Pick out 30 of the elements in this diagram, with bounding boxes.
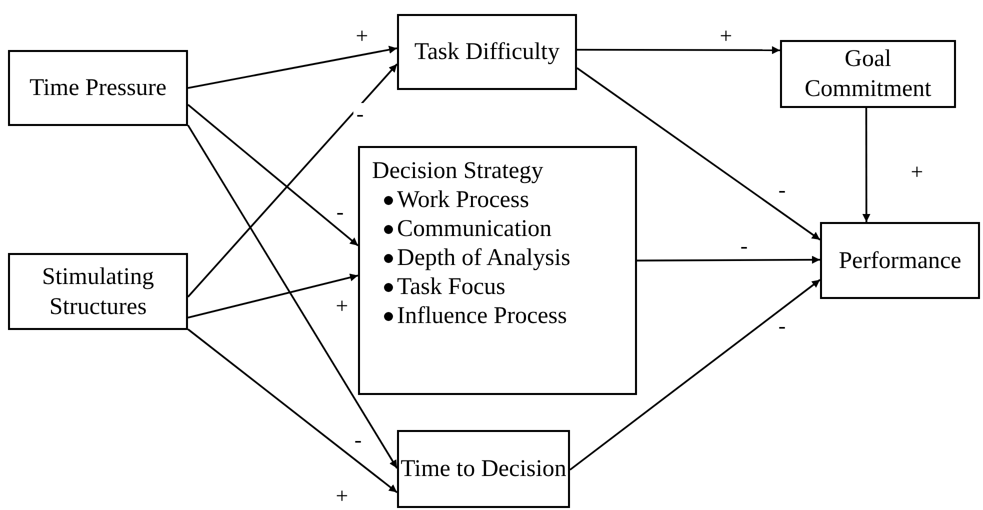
bullet-item: Work Process bbox=[397, 186, 530, 215]
bullet-item: Task Focus bbox=[397, 273, 506, 302]
construct-box bbox=[820, 222, 980, 299]
construct-box bbox=[397, 14, 577, 90]
arrow bbox=[577, 46, 780, 54]
box-label: Performance bbox=[838, 246, 962, 276]
arrow bbox=[862, 108, 870, 222]
construct-box bbox=[8, 50, 188, 126]
arrow bbox=[637, 256, 820, 264]
construct-box bbox=[358, 146, 637, 395]
construct-box bbox=[780, 40, 956, 108]
arrow bbox=[569, 279, 821, 470]
box-label: Time to Decision bbox=[400, 455, 566, 484]
box-label: Stimulating Structures bbox=[40, 262, 155, 322]
arrow bbox=[188, 274, 358, 319]
bullet-item: Influence Process bbox=[397, 302, 567, 331]
arrow bbox=[188, 46, 398, 89]
arrow bbox=[187, 124, 398, 469]
box-heading: Decision Strategy bbox=[372, 157, 544, 186]
arrow bbox=[576, 67, 821, 240]
bullet-item: Communication bbox=[397, 215, 552, 244]
box-label: Goal Commitment bbox=[804, 45, 932, 104]
box-label: Time Pressure bbox=[29, 74, 167, 103]
arrow bbox=[187, 328, 398, 494]
arrow bbox=[187, 64, 398, 298]
box-label: Task Difficulty bbox=[414, 38, 560, 67]
construct-box bbox=[8, 253, 188, 330]
bullet-item: Depth of Analysis bbox=[397, 244, 570, 273]
construct-box bbox=[397, 430, 570, 508]
arrow bbox=[187, 104, 359, 246]
